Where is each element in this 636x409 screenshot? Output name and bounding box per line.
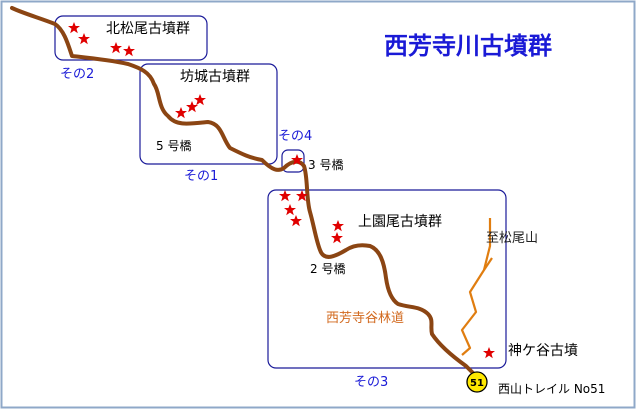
bridge-label-2: 2 号橋 [310, 262, 346, 276]
road-label-forest: 西芳寺谷林道 [326, 311, 405, 326]
road-label-to-matsuo: 至松尾山 [486, 231, 539, 246]
star-icon [279, 190, 291, 202]
star-icon [483, 347, 495, 359]
group-box-1 [139, 63, 278, 165]
route-marker-number: 51 [470, 378, 484, 389]
group-box-3 [267, 189, 507, 369]
group-label-1: その1 [184, 169, 219, 184]
group-box-2 [54, 15, 208, 61]
star-icon [194, 94, 206, 106]
star-icon [123, 45, 135, 57]
trail-path [460, 218, 492, 356]
star-icon [68, 22, 80, 34]
river-path [10, 6, 478, 378]
site-label-boujou: 坊城古墳群 [180, 69, 250, 85]
group-box-4 [281, 149, 305, 173]
star-icon [332, 220, 344, 232]
bridge-label-5: 5 号橋 [156, 139, 192, 153]
route-marker-caption: 西山トレイル No51 [498, 382, 606, 396]
star-icon [186, 101, 198, 113]
star-icon [331, 232, 343, 244]
site-label-kita-matsuo: 北松尾古墳群 [106, 21, 190, 37]
route-number-circle-icon [466, 371, 488, 393]
star-icon [175, 107, 187, 119]
trail-branch [483, 257, 493, 271]
star-icon [290, 215, 302, 227]
site-label-kamizono: 上園尾古墳群 [358, 214, 442, 230]
group-label-3: その3 [354, 375, 389, 390]
group-label-2: その2 [60, 67, 95, 82]
site-label-jinkedani: 神ケ谷古墳 [508, 343, 578, 359]
star-icon [284, 204, 296, 216]
star-icon [78, 33, 90, 45]
group-label-4: その4 [278, 129, 313, 144]
map-title: 西芳寺川古墳群 [384, 32, 552, 60]
star-icon [110, 42, 122, 54]
bridge-label-3: 3 号橋 [308, 158, 344, 172]
